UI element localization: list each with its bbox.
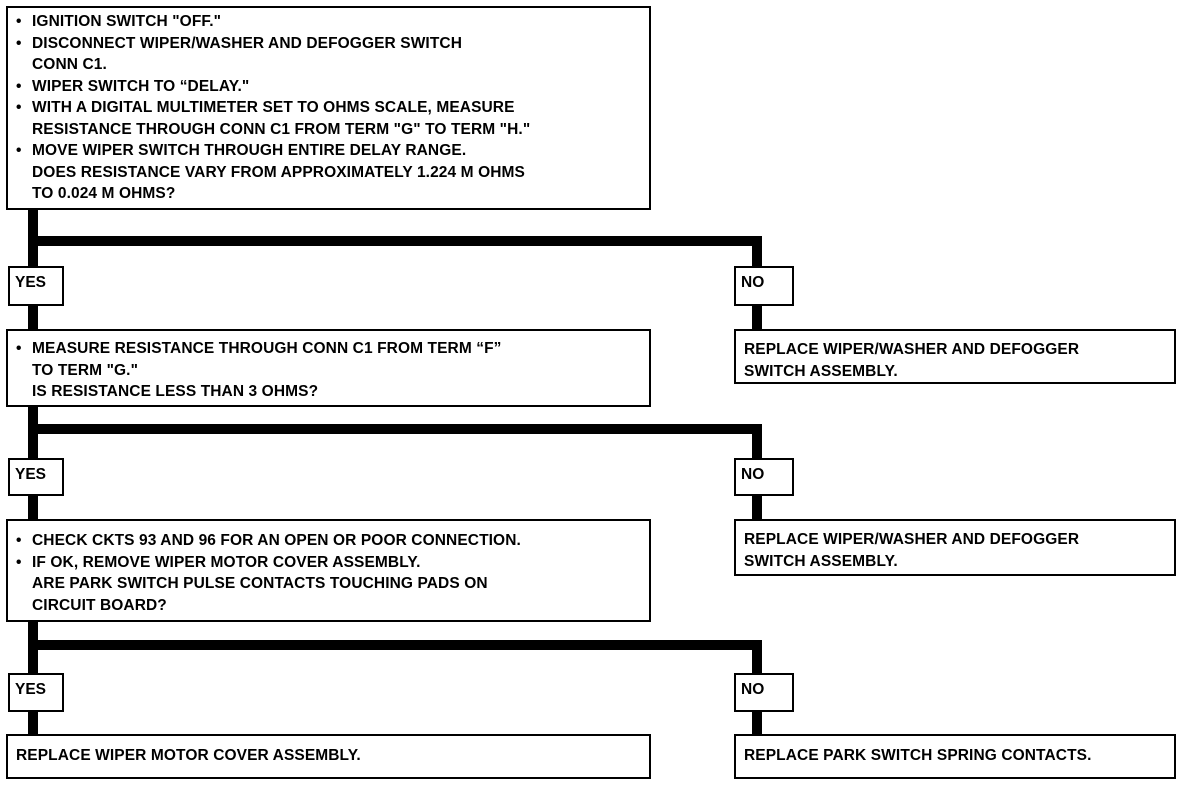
result-line: REPLACE WIPER/WASHER AND DEFOGGER (744, 531, 1080, 548)
yes-label-3: YES (8, 673, 64, 712)
question-line: RESISTANCE THROUGH CONN C1 FROM TERM "G"… (32, 120, 531, 138)
connector-2-horizontal (28, 424, 762, 434)
connector-2-no-to-result (752, 494, 762, 522)
connector-2-yes-to-q3 (28, 494, 38, 522)
yes-result-box-3: REPLACE WIPER MOTOR COVER ASSEMBLY. (6, 734, 651, 779)
question-line: •CHECK CKTS 93 AND 96 FOR AN OPEN OR POO… (16, 532, 521, 549)
question-line: •IF OK, REMOVE WIPER MOTOR COVER ASSEMBL… (16, 553, 421, 571)
question-line: CIRCUIT BOARD? (32, 596, 167, 614)
question-line: •WITH A DIGITAL MULTIMETER SET TO OHMS S… (16, 99, 515, 116)
connector-3-horizontal (28, 640, 762, 650)
connector-3-no-to-result (752, 710, 762, 736)
no-result-box-2: REPLACE WIPER/WASHER AND DEFOGGER SWITCH… (734, 519, 1176, 576)
result-line: REPLACE WIPER MOTOR COVER ASSEMBLY. (16, 747, 361, 764)
question-line: ARE PARK SWITCH PULSE CONTACTS TOUCHING … (32, 575, 488, 592)
yes-label-1: YES (8, 266, 64, 306)
connector-3-yes-to-result (28, 710, 38, 736)
question-line: •MEASURE RESISTANCE THROUGH CONN C1 FROM… (16, 340, 502, 357)
question-line: •IGNITION SWITCH "OFF." (16, 13, 222, 30)
question-line: •DISCONNECT WIPER/WASHER AND DEFOGGER SW… (16, 34, 462, 52)
result-line: REPLACE PARK SWITCH SPRING CONTACTS. (744, 747, 1092, 764)
question-line: •WIPER SWITCH TO “DELAY." (16, 77, 250, 95)
result-line: SWITCH ASSEMBLY. (744, 362, 898, 380)
question-box-3: •CHECK CKTS 93 AND 96 FOR AN OPEN OR POO… (6, 519, 651, 622)
result-line: SWITCH ASSEMBLY. (744, 552, 898, 570)
question-line: IS RESISTANCE LESS THAN 3 OHMS? (32, 383, 319, 400)
connector-1-no-to-result (752, 304, 762, 331)
question-line: •MOVE WIPER SWITCH THROUGH ENTIRE DELAY … (16, 142, 467, 159)
no-label-2: NO (734, 458, 794, 496)
connector-1-horizontal (28, 236, 762, 246)
question-box-2: •MEASURE RESISTANCE THROUGH CONN C1 FROM… (6, 329, 651, 407)
question-line: TO 0.024 M OHMS? (32, 185, 176, 202)
question-line: TO TERM "G." (32, 361, 139, 379)
yes-label-2: YES (8, 458, 64, 496)
no-result-box-1: REPLACE WIPER/WASHER AND DEFOGGER SWITCH… (734, 329, 1176, 384)
question-line: CONN C1. (32, 56, 107, 73)
no-label-3: NO (734, 673, 794, 712)
result-line: REPLACE WIPER/WASHER AND DEFOGGER (744, 341, 1080, 358)
question-line: DOES RESISTANCE VARY FROM APPROXIMATELY … (32, 163, 525, 181)
connector-2-no-down (752, 424, 762, 461)
no-result-box-3: REPLACE PARK SWITCH SPRING CONTACTS. (734, 734, 1176, 779)
connector-3-no-down (752, 640, 762, 675)
connector-1-no-down (752, 236, 762, 268)
no-label-1: NO (734, 266, 794, 306)
question-box-1: •IGNITION SWITCH "OFF." •DISCONNECT WIPE… (6, 6, 651, 210)
connector-1-yes-to-q2 (28, 304, 38, 331)
